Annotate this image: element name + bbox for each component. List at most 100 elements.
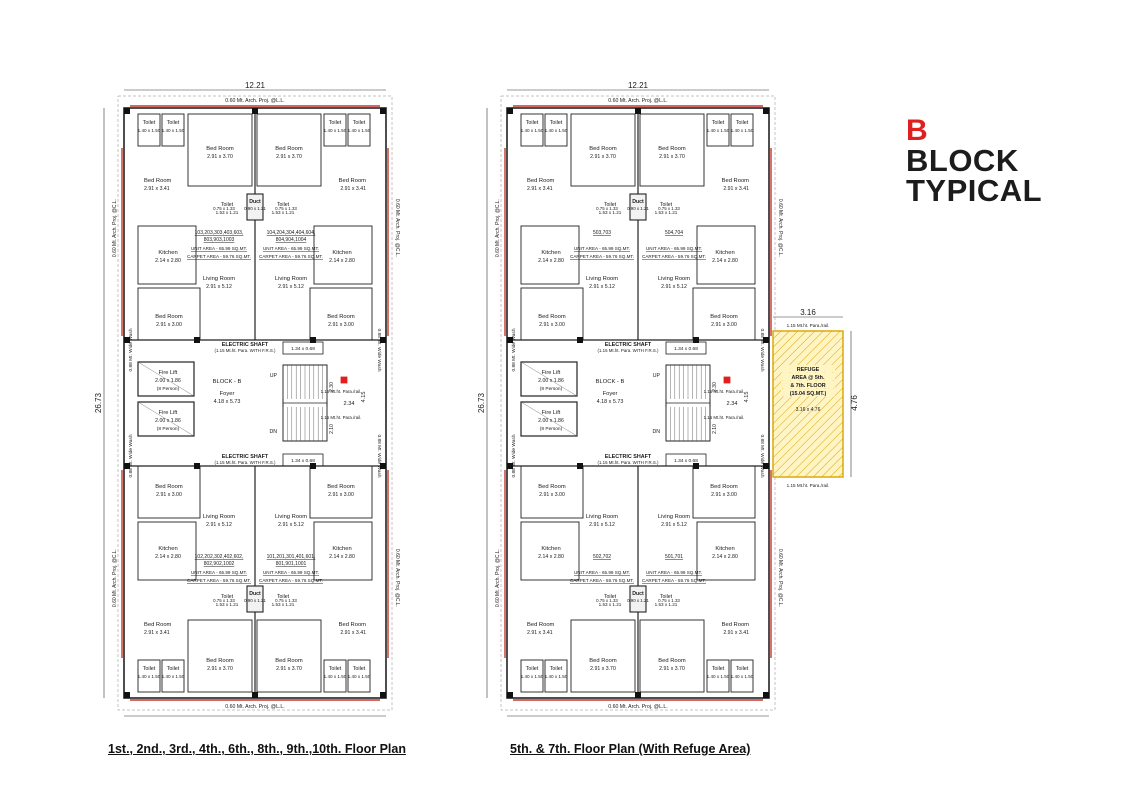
electric-shaft-dim: 1.34 x 0.68 — [291, 458, 315, 464]
column — [252, 108, 258, 114]
bed-room-size: 2.91 x 3.41 — [527, 186, 553, 192]
wide-wash-note: 0.88 Mt. Wide Wash — [376, 328, 382, 371]
toilet-room — [544, 659, 568, 693]
duct-small-size: 0.75 x 1.33 — [596, 206, 618, 211]
kitchen-label: Kitchen — [541, 250, 560, 256]
column — [194, 463, 200, 469]
unit-number: 103,203,303,403,603, — [195, 230, 244, 236]
toilet-size: 1.40 x 1.50 — [324, 128, 347, 133]
toilet-room — [137, 659, 161, 693]
toilet-label: Toilet — [660, 202, 673, 208]
lift-cross — [520, 401, 578, 437]
column — [507, 108, 513, 114]
electric-shaft-note: (1.15 Mt.ht. Para. WITH F.R.S.) — [598, 348, 660, 353]
fire-lift-size: 2.00 x 1.86 — [155, 418, 181, 424]
toilet-label: Toilet — [167, 120, 180, 126]
unit-area: UNIT AREA - 65.99 SQ.MT. — [263, 570, 319, 575]
depth-dimension: 26.73 — [477, 392, 486, 413]
unit-number: 104,204,304,404,604, — [267, 230, 316, 236]
electric-shaft-dim: 1.34 x 0.68 — [674, 346, 698, 352]
column — [693, 337, 699, 343]
duct-small-size: 0.75 x 1.33 — [596, 598, 618, 603]
refuge-width-dimension: 3.16 — [800, 308, 816, 317]
bed-room-size: 2.91 x 3.41 — [340, 186, 366, 192]
living-room-label: Living Room — [275, 276, 307, 282]
electric-shaft-dim: 1.34 x 0.68 — [674, 458, 698, 464]
kitchen — [137, 521, 197, 581]
kitchen — [520, 521, 580, 581]
toilet-room — [520, 659, 544, 693]
arch-projection-note: 0.60 Mt. Arch. Proj. @C.L. — [777, 549, 783, 607]
unit-number: 502,702 — [593, 554, 611, 560]
column — [507, 463, 513, 469]
arch-projection-note: 0.60 Mt. Arch. Proj. @C.L. — [112, 549, 118, 607]
kitchen-label: Kitchen — [715, 546, 734, 552]
kitchen-size: 2.14 x 2.80 — [329, 258, 355, 264]
unit-number: 501,701 — [665, 554, 683, 560]
toilet-size: 1.53 x 1.21 — [272, 210, 295, 215]
toilet-size: 1.40 x 1.50 — [348, 674, 371, 679]
electric-shaft-note: (1.15 Mt.ht. Para. WITH F.R.S.) — [598, 460, 660, 465]
toilet-room — [520, 113, 544, 147]
arch-projection-note: 0.60 Mt. Arch. Proj. @C.L. — [394, 549, 400, 607]
para-rail-note: 1.15 Mt.ht. Para./rail. — [787, 483, 830, 488]
wide-wash-note: 0.88 Mt. Wide Wash — [511, 328, 517, 371]
toilet-label: Toilet — [550, 666, 563, 672]
fire-extinguisher-icon — [340, 376, 348, 384]
kitchen-label: Kitchen — [541, 546, 560, 552]
fire-lift-label: Fire Lift — [159, 410, 178, 416]
carpet-area: CARPET AREA - 59.76 SQ.MT. — [259, 578, 323, 583]
bed-room-label: Bed Room — [527, 622, 555, 628]
toilet-size: 1.40 x 1.50 — [162, 128, 185, 133]
block-title-line2: TYPICAL — [906, 173, 1043, 208]
refuge-label: (15.04 SQ.MT.) — [790, 391, 827, 397]
bed-room-label: Bed Room — [206, 658, 234, 664]
duct-size: 0.90 x 1.21 — [244, 206, 266, 211]
carpet-area: CARPET AREA - 59.76 SQ.MT. — [642, 578, 706, 583]
toilet-label: Toilet — [353, 120, 366, 126]
carpet-area: CARPET AREA - 59.76 SQ.MT. — [570, 254, 634, 259]
bed-room-size: 2.91 x 3.41 — [144, 630, 170, 636]
column — [635, 108, 641, 114]
bed-room — [520, 287, 584, 341]
duct-label: Duct — [632, 591, 644, 597]
column — [763, 463, 769, 469]
fire-lift-persons: (8 Person) — [540, 386, 563, 392]
unit-area: UNIT AREA - 65.99 SQ.MT. — [191, 570, 247, 575]
living-room-label: Living Room — [203, 514, 235, 520]
arch-projection-note: 0.60 Mt. Arch. Proj. @C.L. — [777, 199, 783, 257]
bed-room — [639, 113, 705, 187]
kitchen-size: 2.14 x 2.80 — [155, 554, 181, 560]
fire-lift-size: 2.00 x 1.86 — [538, 418, 564, 424]
toilet-size: 1.40 x 1.50 — [521, 674, 544, 679]
unit-number: 504,704 — [665, 230, 683, 236]
bed-room-label: Bed Room — [339, 178, 367, 184]
bed-room-size: 2.91 x 3.70 — [207, 154, 233, 160]
column — [635, 692, 641, 698]
toilet-label: Toilet — [712, 120, 725, 126]
para-rail-note: 1.15 Mt.ht. Para./rail. — [704, 415, 745, 420]
bed-room-label: Bed Room — [589, 658, 617, 664]
bed-room-label: Bed Room — [710, 314, 738, 320]
kitchen-size: 2.14 x 2.80 — [155, 258, 181, 264]
lift-cross — [137, 361, 195, 397]
electric-shaft-note: (1.15 Mt.ht. Para. WITH F.R.S.) — [215, 460, 277, 465]
toilet-label: Toilet — [604, 202, 617, 208]
toilet-size: 1.40 x 1.50 — [348, 128, 371, 133]
duct — [246, 585, 264, 613]
toilet-label: Toilet — [712, 666, 725, 672]
duct-small-size: 0.75 x 1.33 — [658, 206, 680, 211]
block-letter: B — [906, 114, 928, 147]
unit-area: UNIT AREA - 65.99 SQ.MT. — [646, 570, 702, 575]
toilet-label: Toilet — [329, 120, 342, 126]
electric-shaft-label: ELECTRIC SHAFT — [222, 342, 269, 348]
refuge-area — [772, 330, 844, 478]
bed-room — [570, 113, 636, 187]
duct — [629, 585, 647, 613]
toilet-room — [347, 659, 371, 693]
toilet-size: 1.53 x 1.21 — [216, 602, 239, 607]
kitchen-label: Kitchen — [332, 250, 351, 256]
bed-room-size: 2.91 x 3.70 — [659, 154, 685, 160]
unit-number: 802,902,1002 — [204, 561, 235, 567]
living-room-size: 2.91 x 5.12 — [661, 522, 687, 528]
